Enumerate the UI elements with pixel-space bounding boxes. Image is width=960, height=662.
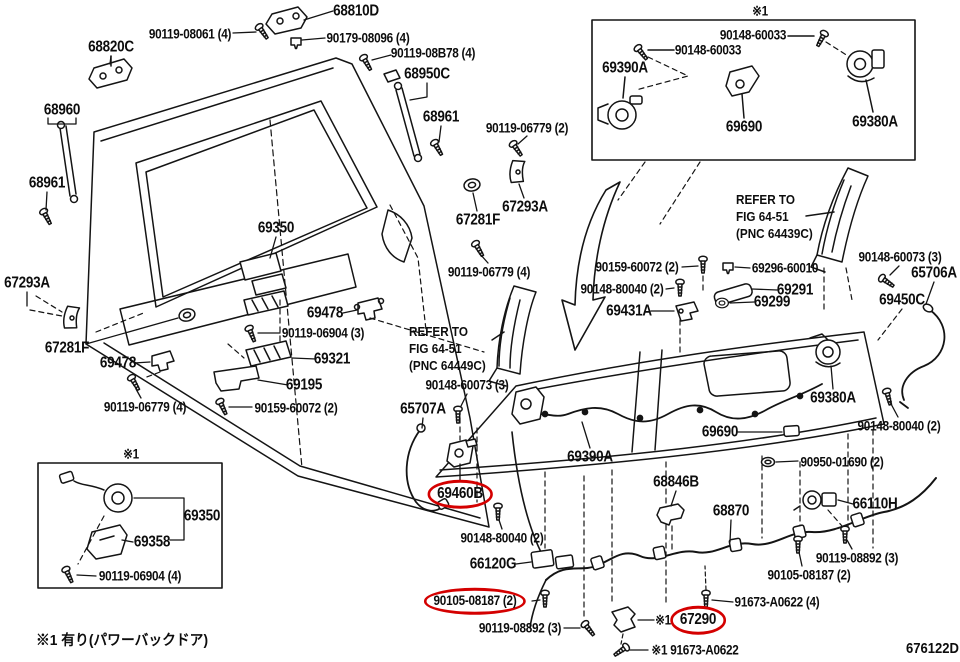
part-label: 67293A [4, 274, 50, 292]
part-label: 90119-06779 (4) [103, 399, 187, 415]
part-label: 90179-08096 (4) [326, 30, 410, 46]
inset-box-power-backdoor-motor [37, 462, 223, 589]
refer-note-line: FIG 64-51 [736, 208, 789, 224]
part-label: 90119-08061 (4) [148, 26, 232, 42]
part-label: 65706A [911, 264, 957, 282]
part-label: 69195 [285, 376, 323, 394]
part-label: 68961 [28, 174, 66, 192]
part-label: 69296-60010 [751, 260, 819, 276]
part-label: ※1 [123, 446, 139, 462]
direction-arrow [561, 181, 621, 351]
part-label: 90119-06904 (3) [281, 325, 365, 341]
refer-note-left: REFER TO FIG 64-51 (PNC 64449C) [409, 324, 486, 375]
part-label: 90119-06779 (2) [485, 120, 569, 136]
refer-note-line: REFER TO [409, 324, 468, 339]
part-label: 90148-60033 [674, 42, 742, 58]
refer-note-line: REFER TO [736, 192, 795, 207]
refer-note-right: REFER TO FIG 64-51 (PNC 64439C) [736, 192, 813, 243]
part-label: 90159-60072 (2) [254, 400, 338, 416]
part-label: 68961 [422, 108, 460, 126]
part-label: 90148-60033 [719, 27, 787, 43]
part-label: 69450C [879, 291, 925, 309]
backdoor-frame-drawing [35, 6, 526, 528]
part-label: 65707A [400, 400, 446, 418]
part-label: 90119-08892 (3) [815, 550, 899, 566]
part-label: 68820C [88, 38, 134, 56]
part-label: 68870 [712, 502, 750, 520]
part-label: ※1 [655, 612, 671, 628]
part-label: 90148-80040 (2) [857, 418, 941, 434]
leader-lines [26, 10, 935, 651]
part-label: ※1 [752, 3, 768, 19]
part-label: 69321 [313, 350, 351, 368]
part-label: 69350 [257, 219, 295, 237]
part-label: 69380A [810, 389, 856, 407]
lower-harness-drawing [529, 456, 937, 660]
refer-note-line: FIG 64-51 [409, 340, 462, 356]
highlighted-part-label: 90105-08187 (2) [423, 587, 527, 615]
part-label: 69390A [602, 59, 648, 77]
part-label: 69690 [725, 118, 763, 136]
part-label: 69478 [306, 304, 344, 322]
inset-box-power-backdoor-lock [591, 19, 916, 225]
part-label: 66120G [469, 555, 517, 573]
part-label: 90148-60073 (3) [425, 377, 509, 393]
part-label: 68960 [43, 101, 81, 119]
corner-garnish-right [805, 167, 869, 313]
part-label: 69390A [567, 448, 613, 466]
part-label: 69291 [776, 281, 814, 299]
part-label: 90119-08892 (3) [478, 620, 562, 636]
part-label: 67281F [455, 211, 501, 229]
part-label: 90148-60073 (3) [858, 249, 942, 265]
highlighted-part-label: 69460B [427, 479, 493, 509]
part-label: 69350 [183, 507, 221, 525]
part-label: 90159-60072 (2) [595, 259, 679, 275]
refer-note-line: (PNC 64439C) [736, 225, 813, 241]
part-label: 68950C [404, 65, 450, 83]
part-label: ※1 91673-A0622 [651, 642, 739, 658]
part-label: 90950-01690 (2) [800, 454, 884, 470]
part-label: 67281F [44, 339, 90, 357]
footnote: ※1 有り(パワーバックドア) [36, 633, 209, 649]
part-label: 90148-80040 (2) [460, 530, 544, 546]
highlighted-part-label: 67290 [670, 605, 726, 635]
tailgate-panel-drawing [405, 255, 946, 619]
part-label: 90119-08B78 (4) [390, 45, 476, 61]
part-label: 90105-08187 (2) [767, 567, 851, 583]
part-label: 66110H [852, 495, 898, 513]
part-label: 69478 [99, 354, 137, 372]
part-label: 68810D [333, 2, 379, 20]
part-label: 69690 [701, 423, 739, 441]
diagram-code: 676122D [905, 641, 959, 657]
part-label: 91673-A0622 (4) [734, 594, 820, 610]
part-label: 69431A [606, 302, 652, 320]
part-label: 90148-80040 (2) [580, 281, 664, 297]
part-label: 69380A [852, 113, 898, 131]
corner-garnish-left [488, 285, 537, 387]
part-label: 68846B [653, 473, 699, 491]
part-label: 69299 [753, 293, 791, 311]
part-label: 90119-06779 (4) [447, 264, 531, 280]
part-label: 90119-06904 (4) [98, 568, 182, 584]
part-label: 69358 [133, 533, 171, 551]
refer-note-line: (PNC 64449C) [409, 357, 486, 373]
part-label: 67293A [502, 198, 548, 216]
